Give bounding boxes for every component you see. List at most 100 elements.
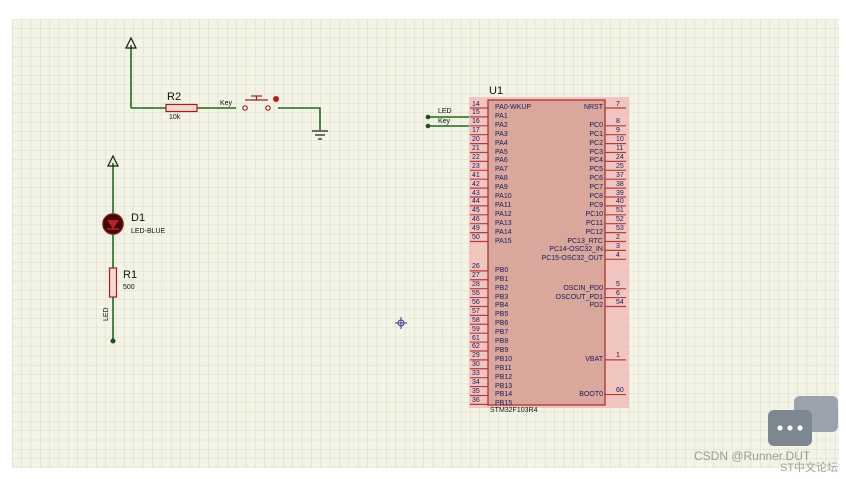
pin-name-pb4: PB4 bbox=[495, 302, 509, 310]
pin-number-6: 6 bbox=[616, 290, 620, 298]
pin-number-53: 53 bbox=[616, 225, 624, 233]
pin-number-46: 46 bbox=[472, 216, 480, 224]
pin-name-pb7: PB7 bbox=[495, 329, 509, 337]
pin-number-23: 23 bbox=[472, 162, 480, 170]
pin-number-33: 33 bbox=[472, 370, 480, 378]
pin-number-25: 25 bbox=[616, 162, 624, 170]
net-terminal-key[interactable] bbox=[425, 123, 431, 129]
pin-number-27: 27 bbox=[472, 272, 480, 280]
pin-name-pa5: PA5 bbox=[495, 148, 508, 156]
ground-symbol[interactable] bbox=[312, 130, 328, 140]
pin-name-nrst: NRST bbox=[583, 104, 603, 111]
pin-name-pb2: PB2 bbox=[495, 284, 509, 292]
d1-value: LED-BLUE bbox=[131, 228, 166, 235]
pin-name-pc10: PC10 bbox=[585, 210, 603, 218]
pin-name-pa6: PA6 bbox=[495, 157, 508, 165]
pin-number-39: 39 bbox=[616, 189, 624, 197]
forum-watermark: ST中文论坛 bbox=[780, 462, 839, 474]
pin-name-pa13: PA13 bbox=[495, 219, 512, 227]
pin-name-pb15: PB15 bbox=[495, 400, 513, 408]
pin-number-37: 37 bbox=[616, 171, 624, 179]
r2-ref: R2 bbox=[167, 91, 182, 103]
sheet-grid bbox=[12, 19, 839, 468]
r2-resistor[interactable] bbox=[165, 103, 198, 113]
pin-number-4: 4 bbox=[616, 251, 620, 259]
pin-name-pa7: PA7 bbox=[495, 166, 508, 174]
pin-name-oscout_pd1: OSCOUT_PD1 bbox=[555, 293, 603, 301]
pin-number-1: 1 bbox=[616, 352, 620, 360]
pin-number-21: 21 bbox=[472, 145, 480, 152]
pin-number-16: 16 bbox=[472, 118, 480, 126]
r1-ref: R1 bbox=[123, 269, 138, 281]
pin-number-43: 43 bbox=[472, 189, 480, 197]
pin-name-pc3: PC3 bbox=[589, 148, 603, 156]
pin-name-pa2: PA2 bbox=[495, 121, 508, 129]
r1-value: 500 bbox=[123, 284, 135, 291]
pin-number-42: 42 bbox=[472, 180, 480, 188]
pin-number-54: 54 bbox=[616, 298, 624, 306]
pin-name-pb1: PB1 bbox=[495, 275, 509, 283]
pin-name-pb3: PB3 bbox=[495, 293, 509, 301]
pin-number-2: 2 bbox=[616, 234, 620, 241]
pin-name-pa15: PA15 bbox=[495, 237, 512, 245]
pin-name-pb10: PB10 bbox=[495, 355, 513, 363]
pin-name-pc9: PC9 bbox=[589, 201, 603, 209]
pin-number-41: 41 bbox=[472, 171, 480, 179]
power-terminal-top[interactable] bbox=[125, 36, 137, 108]
pin-number-61: 61 bbox=[472, 334, 480, 342]
pin-name-pc7: PC7 bbox=[589, 184, 603, 192]
pin-number-55: 55 bbox=[472, 290, 480, 298]
led-d1[interactable] bbox=[102, 213, 124, 235]
d1-ref: D1 bbox=[131, 212, 146, 224]
pin-name-boot0: BOOT0 bbox=[579, 390, 603, 398]
cursor-crosshair-icon bbox=[395, 317, 407, 329]
pin-name-pb6: PB6 bbox=[495, 320, 509, 328]
pin-name-pa3: PA3 bbox=[495, 130, 508, 138]
pin-number-30: 30 bbox=[472, 361, 480, 369]
pin-name-vbat: VBAT bbox=[585, 355, 603, 363]
pin-number-8: 8 bbox=[616, 118, 620, 126]
pin-name-pa14: PA14 bbox=[495, 228, 512, 236]
pin-number-29: 29 bbox=[472, 352, 480, 360]
pin-name-pb5: PB5 bbox=[495, 311, 509, 319]
pin-number-20: 20 bbox=[472, 136, 480, 144]
net-terminal-led[interactable] bbox=[425, 114, 431, 120]
pin-number-7: 7 bbox=[616, 100, 620, 108]
pin-name-pb14: PB14 bbox=[495, 391, 513, 399]
pin-name-pc4: PC4 bbox=[589, 157, 603, 165]
pin-number-11: 11 bbox=[616, 145, 624, 152]
pin-number-22: 22 bbox=[472, 153, 480, 161]
r2-wire bbox=[131, 107, 321, 130]
pin-number-3: 3 bbox=[616, 242, 620, 250]
pin-name-pc15-osc32_out: PC15-OSC32_OUT bbox=[541, 255, 603, 263]
pin-name-pc13_rtc: PC13_RTC bbox=[567, 237, 603, 245]
pin-name-pa1: PA1 bbox=[495, 112, 508, 120]
pin-number-34: 34 bbox=[472, 379, 480, 387]
pin-number-40: 40 bbox=[616, 198, 624, 206]
pin-name-pc12: PC12 bbox=[585, 228, 603, 236]
net-label-pa1: LED bbox=[438, 108, 452, 115]
pin-number-51: 51 bbox=[616, 207, 624, 215]
pin-number-15: 15 bbox=[472, 109, 480, 117]
u1-ref: U1 bbox=[489, 85, 504, 97]
pin-name-pa11: PA11 bbox=[495, 201, 512, 209]
pin-number-17: 17 bbox=[472, 127, 480, 135]
u1-body[interactable] bbox=[487, 99, 606, 406]
key-pushbutton[interactable] bbox=[242, 95, 279, 111]
pin-name-pd2: PD2 bbox=[589, 302, 603, 310]
net-wires bbox=[428, 116, 470, 127]
pin-number-56: 56 bbox=[472, 298, 480, 306]
pin-number-45: 45 bbox=[472, 207, 480, 215]
pin-number-49: 49 bbox=[472, 225, 480, 233]
pin-number-62: 62 bbox=[472, 343, 480, 351]
led-net-terminal[interactable] bbox=[110, 338, 116, 344]
pin-number-38: 38 bbox=[616, 180, 624, 188]
power-terminal-led[interactable] bbox=[107, 154, 119, 213]
led-net-label: LED bbox=[103, 307, 110, 321]
csdn-watermark: CSDN @Runner.DUT bbox=[694, 449, 811, 463]
pin-number-44: 44 bbox=[472, 198, 480, 206]
r1-resistor[interactable] bbox=[108, 267, 118, 298]
r2-value: 10k bbox=[169, 114, 181, 121]
pin-number-50: 50 bbox=[472, 234, 480, 241]
